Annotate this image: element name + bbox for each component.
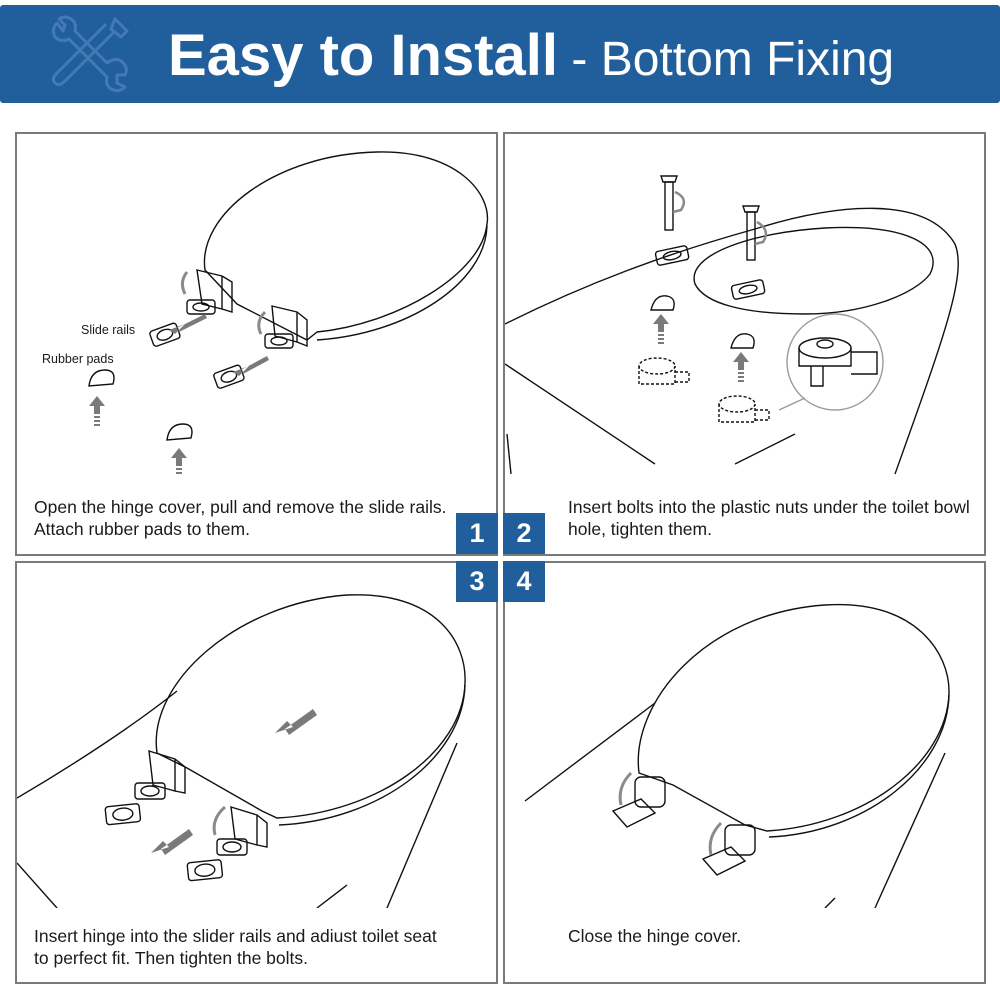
rubber-pad [166,423,193,441]
arrow-up-icon [653,314,669,324]
slide-rail [104,803,142,826]
step-1-caption: Open the hinge cover, pull and remove th… [34,497,447,539]
step-number-badge: 1 [456,513,498,554]
rubber-pads-label: Rubber pads [42,352,114,366]
plastic-nut-detail [798,337,878,387]
rotate-arrow-icon [754,220,768,246]
toilet-seat-lid [203,151,489,341]
rotate-arrow-icon [618,771,633,806]
step-4-panel: Close the hinge cover. [503,561,986,984]
title-sub: - Bottom Fixing [558,33,895,86]
toilet-bowl-rim [505,207,959,475]
step-2-illustration [505,175,959,475]
step-3-caption: Insert hinge into the slider rails and a… [34,926,437,968]
slide-rail [264,333,294,349]
toilet-bowl [524,702,656,802]
rotate-arrow-icon [257,310,267,335]
step-1-panel: Slide rails Rubber pads Open the hinge c… [15,132,498,556]
rotate-arrow-icon [212,805,227,836]
arrow-up-icon [89,396,105,406]
rubber-pad [88,369,115,387]
step-number-badge: 4 [503,561,545,602]
page-title: Easy to Install - Bottom Fixing [168,21,894,106]
rotate-arrow-icon [180,271,189,295]
wrench-screwdriver-icon [51,15,129,93]
slide-rail [730,279,766,300]
arrow-group [89,314,269,474]
rubber-pad [650,295,675,311]
arrow-icon [169,314,207,334]
rotate-arrow-icon [672,190,686,214]
slide-rail [186,859,224,882]
step-number-badge: 2 [503,513,545,554]
slide-rail [216,838,248,856]
step-2-caption: Insert bolts into the plastic nuts under… [568,497,970,539]
hinge-cover-right [701,824,756,876]
step-number-badge: 3 [456,561,498,602]
arrow-icon [275,709,317,735]
hinge-cover-left [611,776,666,828]
arrow-up-icon [171,448,187,458]
plastic-nut [638,357,690,385]
bolt [742,205,760,261]
title-main: Easy to Install [168,23,559,88]
slide-rail [186,299,216,315]
detail-callout [786,313,884,411]
hinge-left [148,750,176,792]
step-4-caption: Close the hinge cover. [568,926,742,946]
rotate-arrow-icon [708,821,723,856]
arrow-icon [151,829,193,855]
slide-rail [654,245,690,266]
slide-rail [134,782,166,800]
step-3-panel: Insert hinge into the slider rails and a… [15,561,498,984]
slide-rails-label: Slide rails [81,323,136,337]
step-3-illustration [17,594,466,908]
arrow-up-icon [733,352,749,362]
rubber-pad [730,333,755,349]
step-4-illustration [524,603,950,908]
bolt [660,175,678,231]
slide-rail [213,364,245,389]
toilet-seat-lid [155,594,466,819]
slide-rail [149,322,181,347]
header-banner: Easy to Install - Bottom Fixing [0,5,1000,103]
toilet-seat-lid [637,603,950,832]
step-2-panel: Insert bolts into the plastic nuts under… [503,132,986,556]
toilet-bowl [17,690,178,799]
arrow-icon [233,356,269,376]
plastic-nut [718,395,770,423]
step-1-illustration [88,151,489,474]
